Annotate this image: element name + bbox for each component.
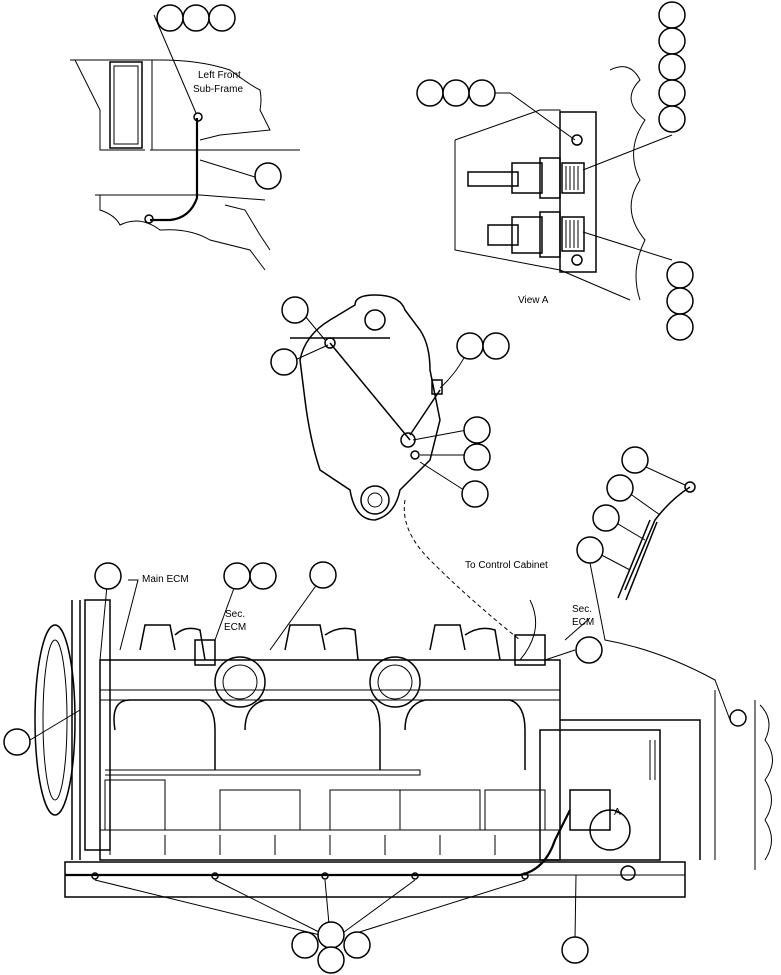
callout-bubble — [666, 313, 694, 341]
mount-bracket-detail — [270, 294, 521, 641]
callout-bubble — [658, 27, 686, 55]
callout-bubble — [442, 79, 470, 107]
callout-bubble — [621, 446, 649, 474]
probe-cable-detail — [576, 446, 731, 721]
callout-bubble — [463, 416, 491, 444]
callout-bubble — [182, 4, 210, 32]
callout-bubble — [456, 332, 484, 360]
callout-bubble — [592, 504, 620, 532]
callout-bubble — [468, 79, 496, 107]
callout-bubble — [416, 79, 444, 107]
view-a-detail: View A — [416, 1, 694, 341]
callout-bubble — [606, 474, 634, 502]
sub-frame-label-text: Sub-Frame — [193, 84, 243, 95]
leader-lines — [29, 574, 591, 941]
main-ecm-label: Main ECM — [142, 574, 189, 585]
view-a-marker: A — [614, 807, 621, 818]
callout-bubble — [482, 332, 510, 360]
to-control-cabinet-label: To Control Cabinet — [465, 560, 548, 571]
callout-bubble — [254, 162, 282, 190]
sec-ecm-left-label-2: ECM — [224, 622, 246, 633]
sec-ecm-right-label-1: Sec. — [572, 604, 592, 615]
sec-ecm-left-label-1: Sec. — [225, 609, 245, 620]
callout-bubble — [156, 4, 184, 32]
callout-bubble — [658, 105, 686, 133]
callout-bubble — [461, 480, 489, 508]
callout-bubble — [666, 287, 694, 315]
callout-bubble — [208, 4, 236, 32]
callout-bubble — [281, 296, 309, 324]
sec-ecm-right-label-2: ECM — [572, 617, 594, 628]
callout-bubble — [576, 536, 604, 564]
callout-bubble — [270, 348, 298, 376]
callout-bubble — [463, 443, 491, 471]
main-callouts — [3, 561, 603, 974]
engine-assembly — [34, 599, 773, 898]
callout-bubble — [666, 261, 694, 289]
left-front-label: Left Front — [198, 70, 241, 81]
view-a-label: View A — [518, 295, 549, 306]
sub-frame-detail: Left Front Sub-Frame — [70, 4, 300, 271]
callout-bubble — [658, 1, 686, 29]
callout-bubble — [658, 53, 686, 81]
callout-bubble — [658, 79, 686, 107]
